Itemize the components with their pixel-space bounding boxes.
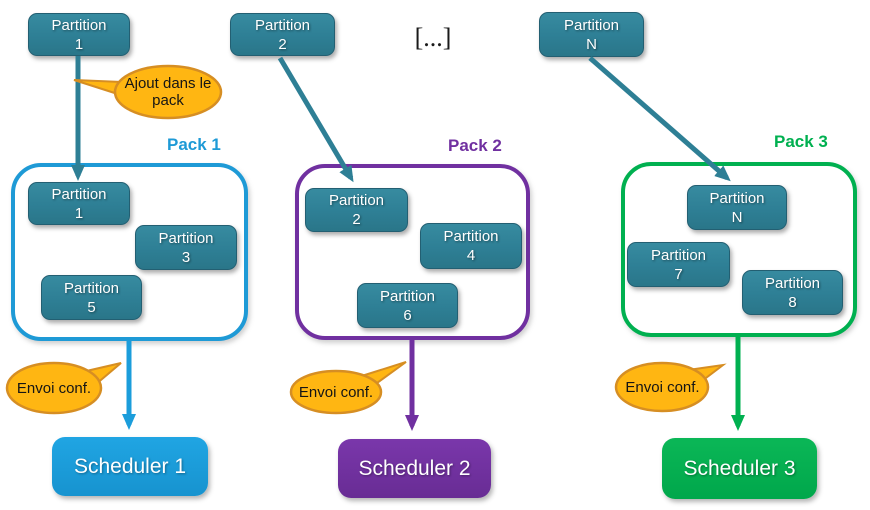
partition-pack2-4: Partition 4 xyxy=(420,223,522,269)
partition-top-n: Partition N xyxy=(539,12,644,57)
scheduler-3-box: Scheduler 3 xyxy=(662,438,817,499)
partition-pack2-4-num: 4 xyxy=(466,247,476,264)
partition-pack2-2-num: 2 xyxy=(352,211,361,228)
pack-1-label: Pack 1 xyxy=(167,135,221,154)
partition-pack2-2-name: Partition xyxy=(328,192,385,209)
partition-pack3-n-name: Partition xyxy=(709,189,765,207)
partition-pack1-3: Partition 3 xyxy=(135,225,237,270)
partition-pack3-n-num: N xyxy=(731,208,743,226)
arrow-partition-n-to-pack-3 xyxy=(588,56,731,182)
partition-pack3-8: Partition 8 xyxy=(742,270,843,315)
scheduler-2-label: Scheduler 2 xyxy=(358,456,471,480)
partition-top-1-name: Partition xyxy=(51,16,107,34)
callout-envoi-3-text: Envoi conf. xyxy=(625,379,700,396)
partition-top-1: Partition 1 xyxy=(28,13,130,56)
scheduler-1-box: Scheduler 1 xyxy=(52,437,208,496)
partition-pack3-7: Partition 7 xyxy=(627,242,730,287)
partition-pack2-6-name: Partition xyxy=(379,287,436,305)
partition-pack2-6-num: 6 xyxy=(403,306,412,324)
partition-pack1-5-name: Partition xyxy=(63,279,120,297)
partition-pack3-n: Partition N xyxy=(687,185,787,230)
partition-top-2-name: Partition xyxy=(254,16,311,34)
partition-top-2-num: 2 xyxy=(278,35,287,53)
partition-pack3-7-num: 7 xyxy=(674,265,683,283)
partition-pack1-5: Partition 5 xyxy=(41,275,142,320)
callout-envoi-1-text: Envoi conf. xyxy=(16,380,92,397)
partition-pack1-3-name: Partition xyxy=(158,229,214,247)
partition-pack3-8-name: Partition xyxy=(764,274,821,292)
callout-ajout-text: Ajout dans le pack xyxy=(124,75,212,109)
partition-pack3-7-name: Partition xyxy=(650,246,707,264)
scheduler-3-label: Scheduler 3 xyxy=(683,456,796,480)
partition-top-1-num: 1 xyxy=(74,35,84,53)
partition-pack1-1-num: 1 xyxy=(74,204,84,222)
partition-pack1-1: Partition 1 xyxy=(28,182,130,225)
partition-pack1-5-num: 5 xyxy=(87,298,96,316)
pack-3-label: Pack 3 xyxy=(774,132,828,151)
partition-pack2-2: Partition 2 xyxy=(305,188,408,232)
partition-pack1-3-num: 3 xyxy=(181,248,191,266)
callout-envoi-2-text: Envoi conf. xyxy=(298,384,374,401)
pack-2-label: Pack 2 xyxy=(448,136,502,155)
partition-top-2: Partition 2 xyxy=(230,13,335,56)
ellipsis-label: [...] xyxy=(414,23,452,52)
arrow-partition-2-to-pack-2 xyxy=(277,56,354,183)
partition-pack2-6: Partition 6 xyxy=(357,283,458,328)
partition-top-n-num: N xyxy=(586,35,597,53)
partition-pack3-8-num: 8 xyxy=(788,293,797,311)
scheduler-2-box: Scheduler 2 xyxy=(338,439,491,498)
scheduler-1-label: Scheduler 1 xyxy=(73,454,187,478)
partition-top-n-name: Partition xyxy=(563,16,620,34)
partition-pack2-4-name: Partition xyxy=(443,228,499,245)
partition-pack1-1-name: Partition xyxy=(51,185,107,203)
